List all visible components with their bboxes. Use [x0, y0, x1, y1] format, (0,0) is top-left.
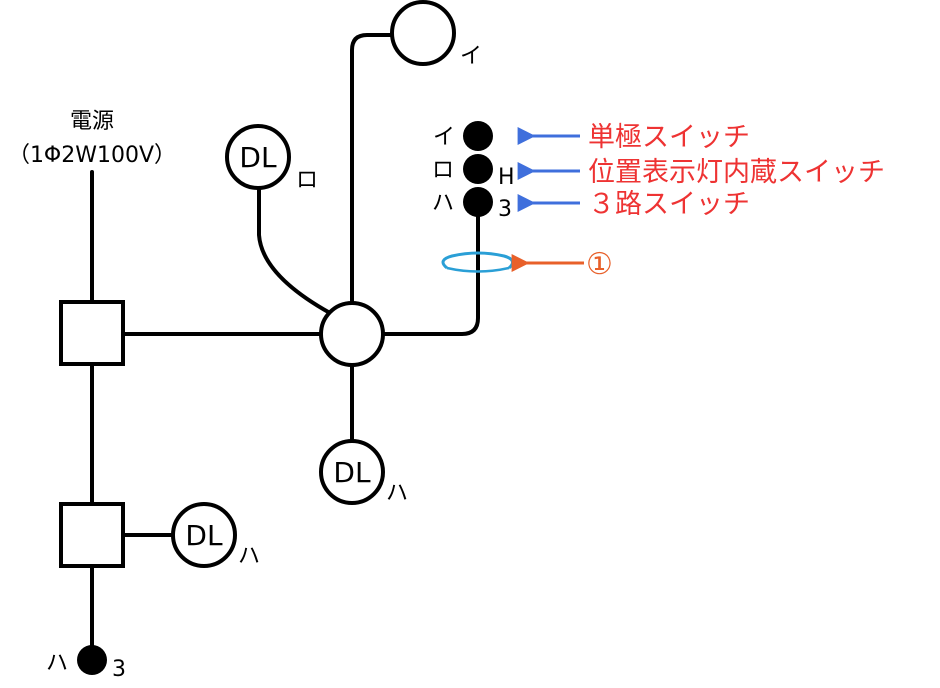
switch-bottom-dot [77, 645, 107, 675]
switch-ha-label: ハ [432, 191, 454, 216]
downlight-ha-left-text: DL [185, 519, 223, 552]
switch-i-dot [463, 121, 493, 151]
switch-ro-sub: H [498, 165, 515, 190]
junction-box-lower [59, 502, 125, 568]
annotation-marker: ① [586, 247, 613, 282]
wire-dl-ro-to-junction [257, 186, 332, 315]
downlight-ro-text: DL [239, 141, 277, 174]
annotation-position-lamp: 位置表示灯内蔵スイッチ [588, 157, 885, 188]
downlight-ha-center-text: DL [333, 456, 371, 489]
wire-junction-to-switches [381, 201, 480, 336]
wire-junction-to-ceiling-light [350, 33, 394, 305]
downlight-ha-left [171, 502, 237, 568]
switch-i-label: イ [433, 125, 455, 150]
switch-bottom-sub: 3 [112, 657, 126, 682]
ceiling-light-i-label: イ [460, 44, 482, 69]
downlight-ha-center [319, 439, 385, 505]
switch-ro-label: ロ [432, 158, 454, 183]
switch-bottom-label: ハ [46, 651, 68, 676]
annotation-single-pole: 単極スイッチ [588, 122, 750, 153]
junction-box-upper [59, 300, 125, 366]
wires [90, 33, 480, 650]
downlight-ha-center-label: ハ [386, 481, 408, 506]
power-title: 電源 [70, 109, 114, 134]
annotation-three-way: ３路スイッチ [588, 189, 750, 220]
switch-ha-dot [463, 187, 493, 217]
downlight-ha-left-label: ハ [238, 544, 260, 569]
hatched-junction [319, 301, 385, 367]
switch-ha-sub: 3 [498, 197, 512, 222]
downlight-ro [225, 124, 291, 190]
ceiling-light-i [390, 0, 456, 66]
downlight-ro-label: ロ [296, 168, 318, 193]
power-spec: （1Φ2W100V） [8, 143, 176, 168]
switch-ro-dot [463, 154, 493, 184]
